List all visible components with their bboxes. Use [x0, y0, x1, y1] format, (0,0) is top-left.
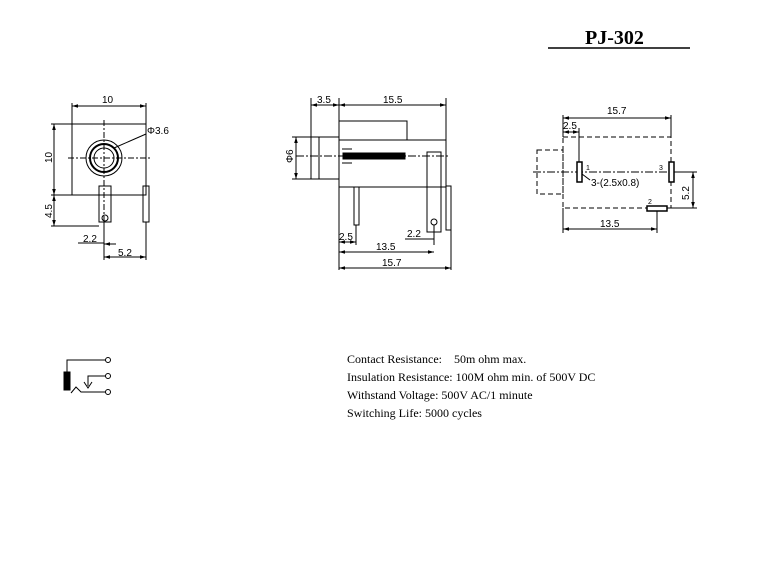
pad-1 — [576, 161, 583, 183]
dim-nose-diameter: Φ6 — [285, 149, 296, 163]
front-body-outline — [71, 123, 147, 196]
pin-2-label: 2 — [648, 199, 652, 206]
side-pin-far — [445, 185, 452, 231]
spec-withstand-voltage: Withstand Voltage: 500V AC/1 minute — [347, 388, 533, 402]
dim-pin-offset-left: 2.5 — [339, 232, 353, 243]
dim-pin-height: 4.5 — [44, 204, 55, 218]
front-view-labels: 10 Φ3.6 10 4.5 2.2 5.2 — [44, 95, 169, 259]
side-view — [292, 98, 452, 270]
dim-total-length: 15.7 — [382, 258, 402, 269]
side-contact — [342, 152, 406, 160]
terminal-3 — [105, 389, 111, 395]
sleeve-contact — [63, 371, 71, 391]
dim-height: 10 — [44, 151, 55, 163]
pcb-footprint-labels: 15.7 2.5 1 3 2 3-(2.5x0.8) 5.2 13.5 — [563, 106, 692, 230]
terminal-2 — [105, 373, 111, 379]
hole-leader — [113, 133, 147, 149]
pin-1-label: 1 — [586, 165, 590, 172]
fp-dim-pin-offset: 2.5 — [563, 121, 577, 132]
side-view-labels: 3.5 15.5 Φ6 2.5 2.2 13.5 15.7 — [285, 95, 421, 269]
side-nose — [310, 136, 340, 180]
front-view — [51, 103, 150, 260]
title-block: PJ-302 — [548, 27, 690, 49]
dim-width: 10 — [102, 95, 114, 106]
schematic-symbol — [63, 357, 111, 395]
fp-dim-pin-spacing: 5.2 — [681, 186, 692, 200]
front-pin-left — [98, 185, 112, 223]
fp-pad-size: 3-(2.5x0.8) — [591, 178, 639, 189]
dim-pin-offset: 2.2 — [83, 234, 97, 245]
pad-2 — [646, 205, 668, 212]
terminal-1 — [105, 357, 111, 363]
dim-body-length: 15.5 — [383, 95, 403, 106]
dim-hole-diameter: Φ3.6 — [147, 126, 169, 137]
part-number-title: PJ-302 — [585, 27, 644, 49]
side-pin-left — [353, 186, 360, 226]
pcb-footprint — [533, 115, 697, 233]
front-pin-hole — [101, 214, 109, 222]
spec-insulation-resistance: Insulation Resistance: 100M ohm min. of … — [347, 370, 596, 384]
fp-dim-total-length: 15.7 — [607, 106, 627, 117]
pad-3 — [668, 161, 675, 183]
fp-dim-pin-span: 13.5 — [600, 219, 620, 230]
dim-pin-offset-right: 2.2 — [407, 229, 421, 240]
side-pin-right — [426, 151, 442, 233]
spec-contact-resistance: Contact Resistance: 50m ohm max. — [347, 352, 527, 366]
dim-pin-span: 13.5 — [376, 242, 396, 253]
spec-switching-life: Switching Life: 5000 cycles — [347, 406, 482, 420]
pad-leader — [581, 173, 591, 181]
dim-nose-length: 3.5 — [317, 95, 331, 106]
dim-pin-spacing: 5.2 — [118, 248, 132, 259]
pin-3-label: 3 — [659, 165, 663, 172]
